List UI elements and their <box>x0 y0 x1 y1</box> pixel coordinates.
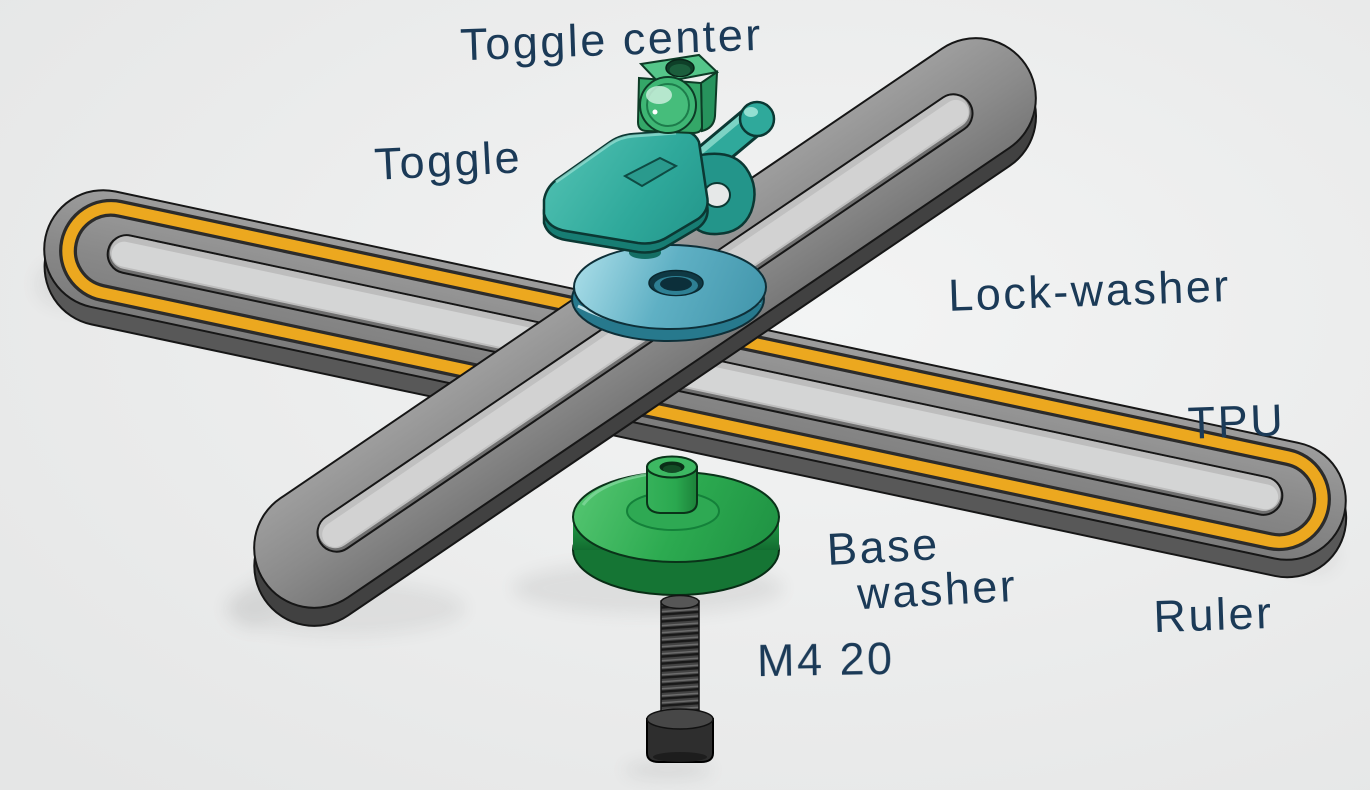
toggle-center-boss-highlight <box>646 86 672 104</box>
label-lock-washer: Lock-washer <box>947 260 1231 321</box>
toggle-paddle <box>542 129 709 245</box>
toggle-arm-knob <box>738 100 776 138</box>
label-ruler: Ruler <box>1153 587 1275 642</box>
screw-head-top <box>646 708 714 730</box>
screw-head-shadow <box>653 752 707 762</box>
base-washer-hole-bore <box>663 465 681 473</box>
toggle-center-nut <box>636 53 720 135</box>
labels: Toggle center Toggle Lock-washer TPU Bas… <box>373 9 1286 686</box>
label-base-washer-line1: Base <box>826 518 941 575</box>
screw-shaft <box>660 600 700 720</box>
screw-head <box>646 718 714 763</box>
label-toggle-center: Toggle center <box>459 9 763 71</box>
label-toggle: Toggle <box>373 131 523 190</box>
toggle-center-hole-bore <box>669 64 691 76</box>
label-base-washer-line2: washer <box>855 560 1019 619</box>
screw-tip <box>660 594 700 610</box>
lock-washer-bore-hole <box>660 277 692 291</box>
toggle <box>542 100 776 259</box>
toggle-arm-knob-highlight <box>744 107 758 117</box>
label-tpu: TPU <box>1187 394 1286 448</box>
toggle-paddle-recess <box>622 156 679 188</box>
base-washer <box>572 455 780 596</box>
lock-washer <box>571 244 767 342</box>
toggle-center-boss-glint <box>652 109 658 115</box>
base-washer-boss-side <box>646 466 698 514</box>
toggle-paddle-edge-highlight <box>555 131 677 184</box>
label-m4-20: M4 20 <box>757 633 895 686</box>
toggle-center-right-face <box>699 70 719 133</box>
base-washer-rim-highlight <box>581 472 651 506</box>
m4-screw <box>646 594 714 763</box>
